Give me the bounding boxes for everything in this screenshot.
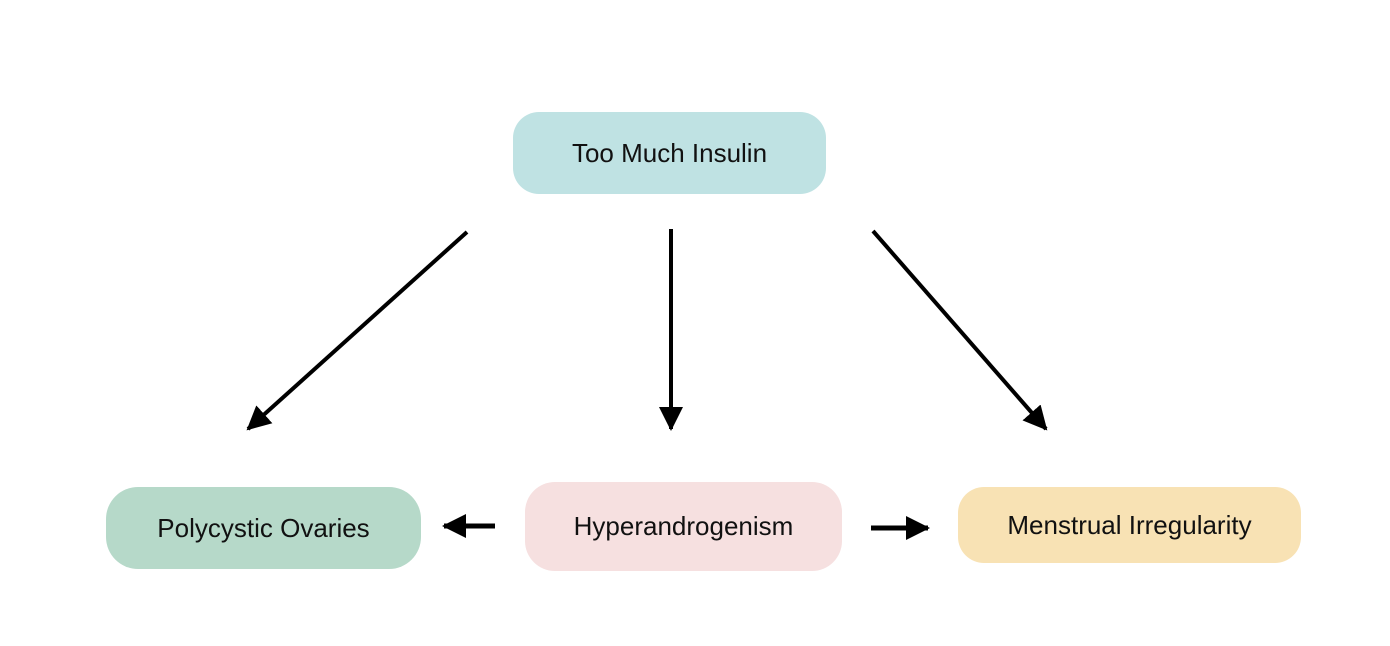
- node-menstrual-irregularity: Menstrual Irregularity: [958, 487, 1301, 563]
- node-hyperandrogenism: Hyperandrogenism: [525, 482, 842, 571]
- edge-insulin-to-menstrual: [871, 229, 1048, 431]
- node-too-much-insulin: Too Much Insulin: [513, 112, 826, 194]
- node-polycystic-ovaries: Polycystic Ovaries: [106, 487, 421, 569]
- edge-insulin-to-ovaries: [246, 230, 469, 431]
